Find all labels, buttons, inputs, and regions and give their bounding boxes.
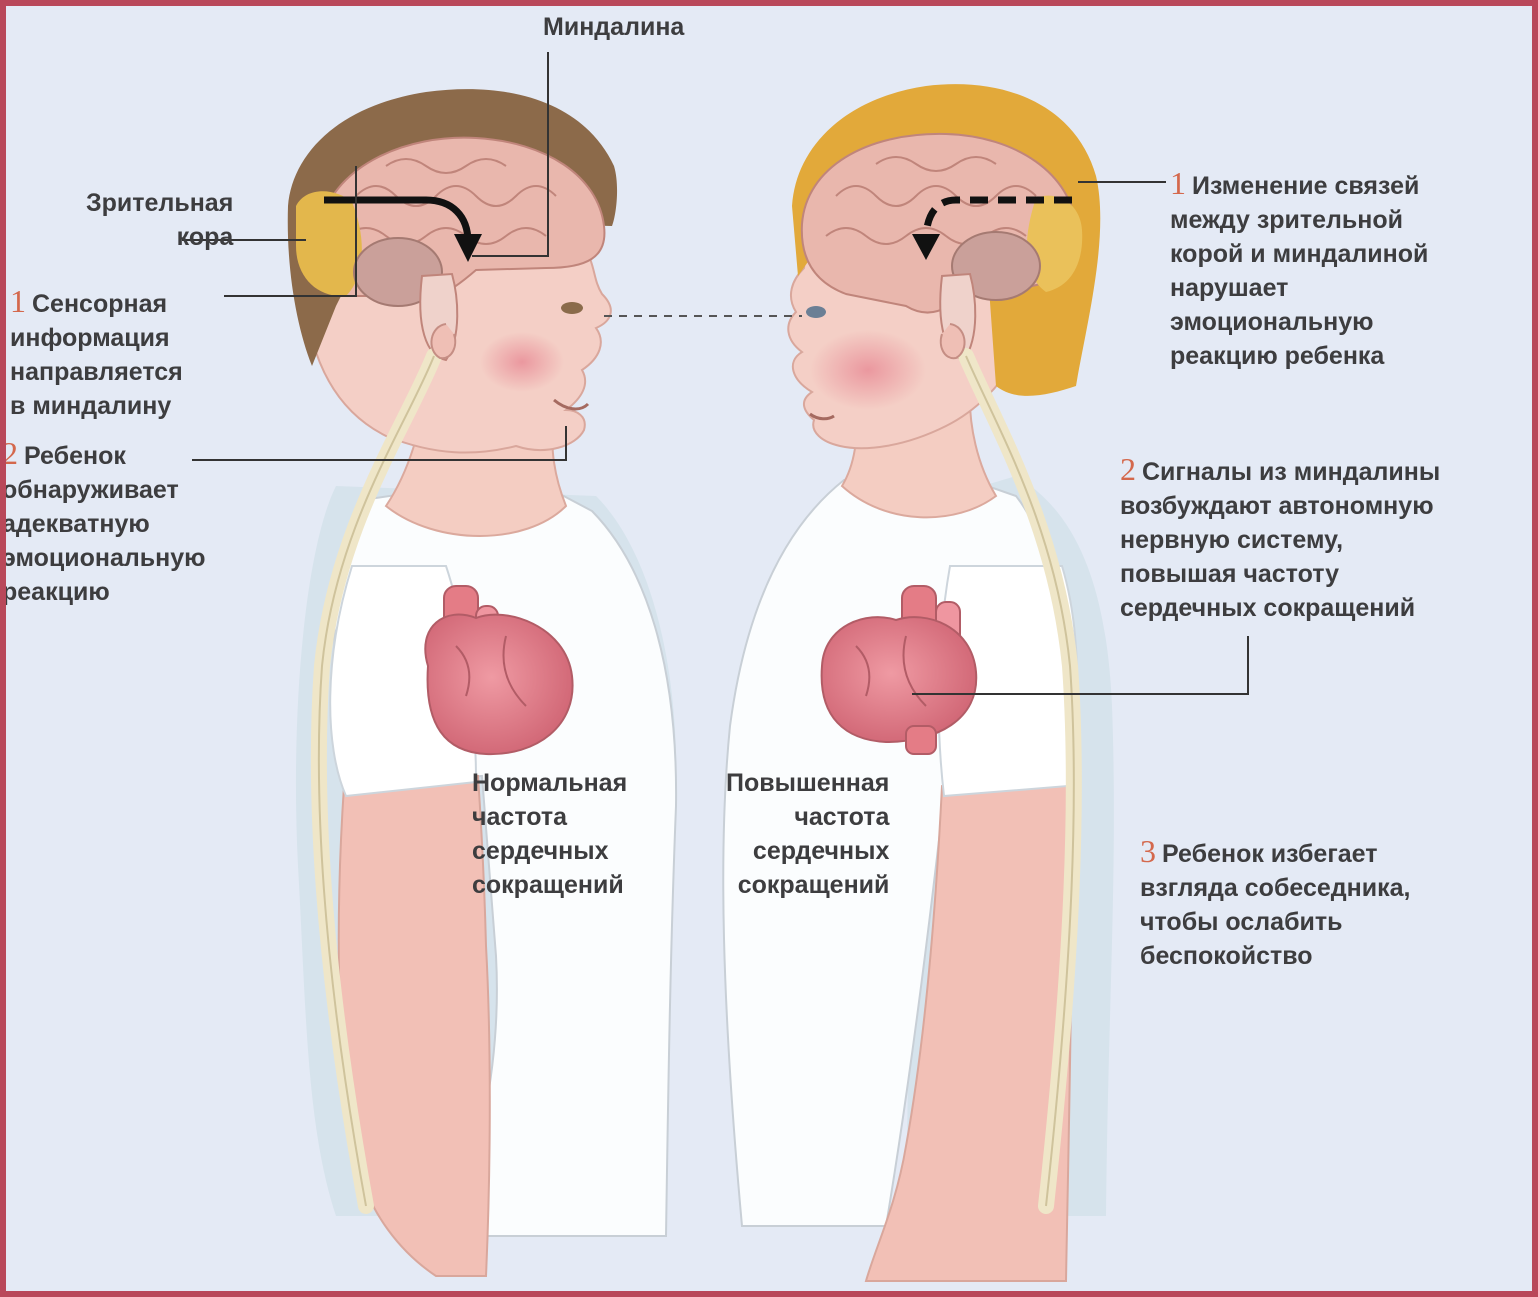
right-step3-text: Ребенок избегает взгляда собеседника, чт…: [1140, 840, 1410, 970]
normal-heart-rate-label: Нормальная частота сердечных сокращений: [472, 766, 627, 902]
amygdala-label: Миндалина: [543, 10, 684, 44]
right-step3-number: 3: [1140, 833, 1156, 869]
right-step2-number: 2: [1120, 451, 1136, 487]
left-eye: [561, 302, 583, 314]
left-cheek: [480, 332, 564, 392]
left-step2-text: Ребенок обнаруживает адекватную эмоциона…: [6, 442, 206, 606]
elevated-heart-rate-label: Повышенная частота сердечных сокращений: [726, 766, 889, 902]
right-child: [723, 84, 1114, 1281]
left-step2-number: 2: [6, 435, 18, 471]
right-cheek: [810, 330, 926, 410]
left-step1-number: 1: [10, 283, 26, 319]
right-step2-text: Сигналы из миндалины возбуждают автономн…: [1120, 458, 1440, 622]
right-step1-text: Изменение связей между зрительной корой …: [1170, 172, 1428, 370]
right-eye: [806, 306, 826, 318]
visual-cortex-label: Зрительная кора: [86, 186, 233, 254]
left-child: [288, 89, 677, 1276]
left-step1-text: Сенсорная информация направляется в минд…: [10, 290, 183, 420]
right-step1-number: 1: [1170, 165, 1186, 201]
